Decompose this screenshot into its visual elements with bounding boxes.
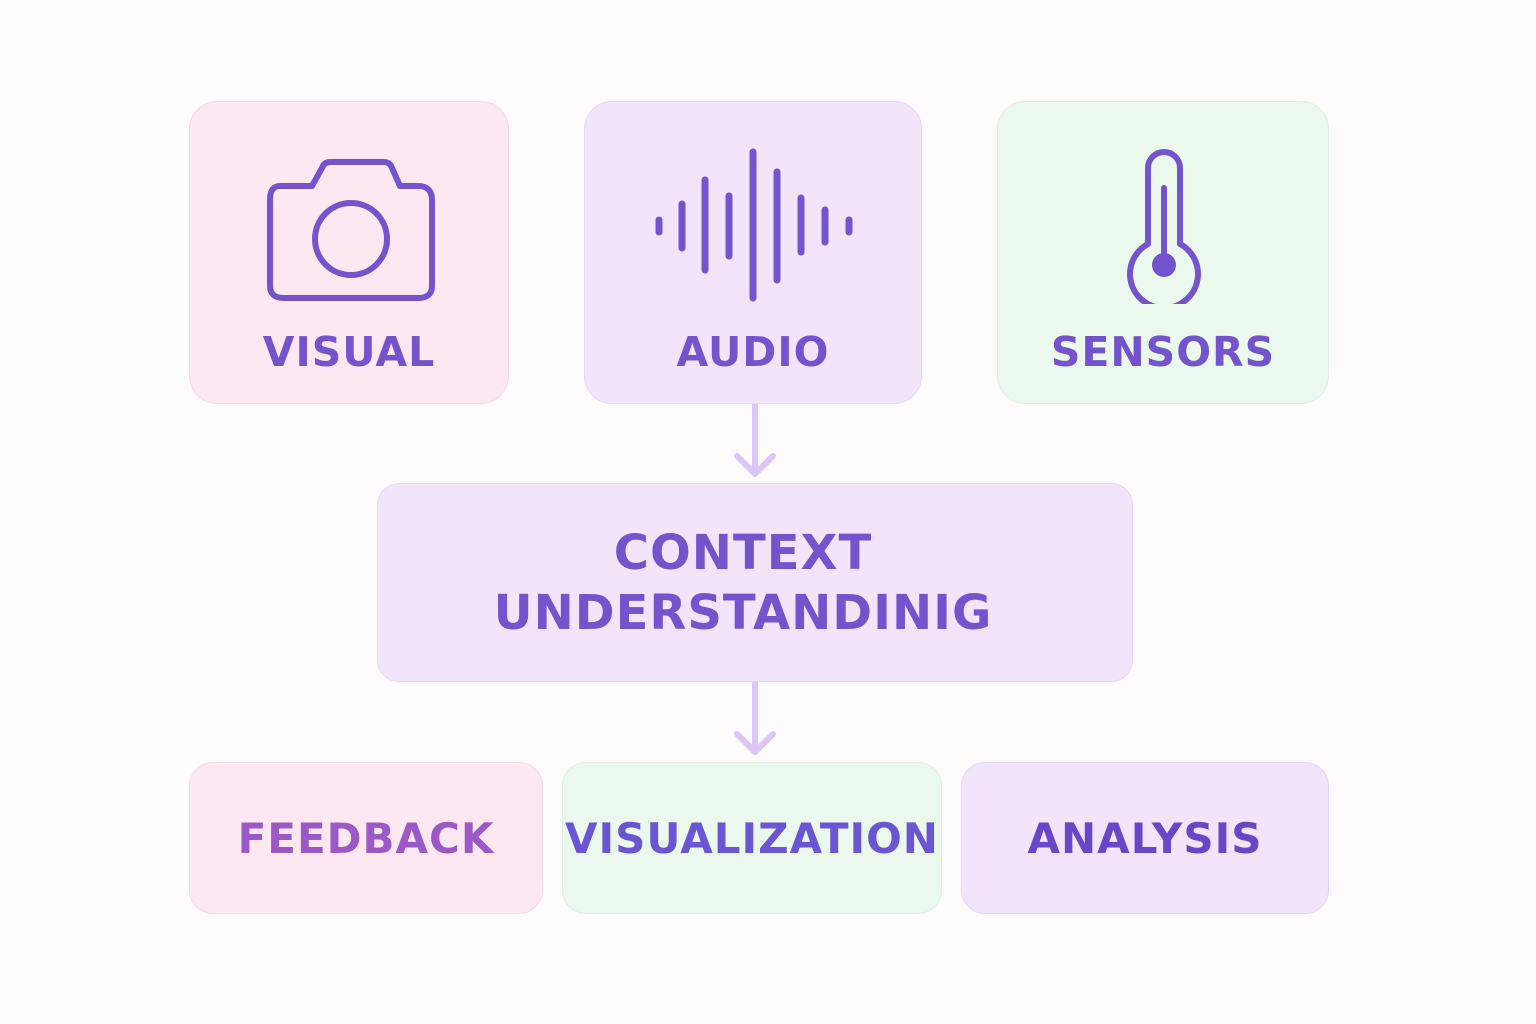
audio-label: AUDIO xyxy=(676,328,830,376)
context-title-line-2: UNDERSTANDINIG xyxy=(493,584,993,641)
arrow-down-icon xyxy=(731,679,779,762)
analysis-output-box: ANALYSIS xyxy=(961,762,1329,914)
sensors-label: SENSORS xyxy=(1050,328,1276,376)
context-understanding-title: CONTEXT UNDERSTANDINIG xyxy=(494,523,993,643)
thermometer-icon xyxy=(1124,148,1204,304)
arrow-down-icon xyxy=(731,401,779,484)
audio-input-box: AUDIO xyxy=(584,101,922,404)
visualization-label: VISUALIZATION xyxy=(565,813,939,863)
feedback-label: FEEDBACK xyxy=(237,813,495,863)
visual-label: VISUAL xyxy=(262,328,436,376)
camera-icon xyxy=(266,158,436,302)
context-title-line-1: CONTEXT xyxy=(613,524,873,581)
analysis-label: ANALYSIS xyxy=(1027,813,1263,863)
visualization-output-box: VISUALIZATION xyxy=(562,762,942,914)
soundwave-icon xyxy=(655,146,859,304)
feedback-output-box: FEEDBACK xyxy=(189,762,543,914)
visual-input-box: VISUAL xyxy=(189,101,509,404)
sensors-input-box: SENSORS xyxy=(997,101,1329,404)
context-understanding-box: CONTEXT UNDERSTANDINIG xyxy=(377,483,1133,682)
